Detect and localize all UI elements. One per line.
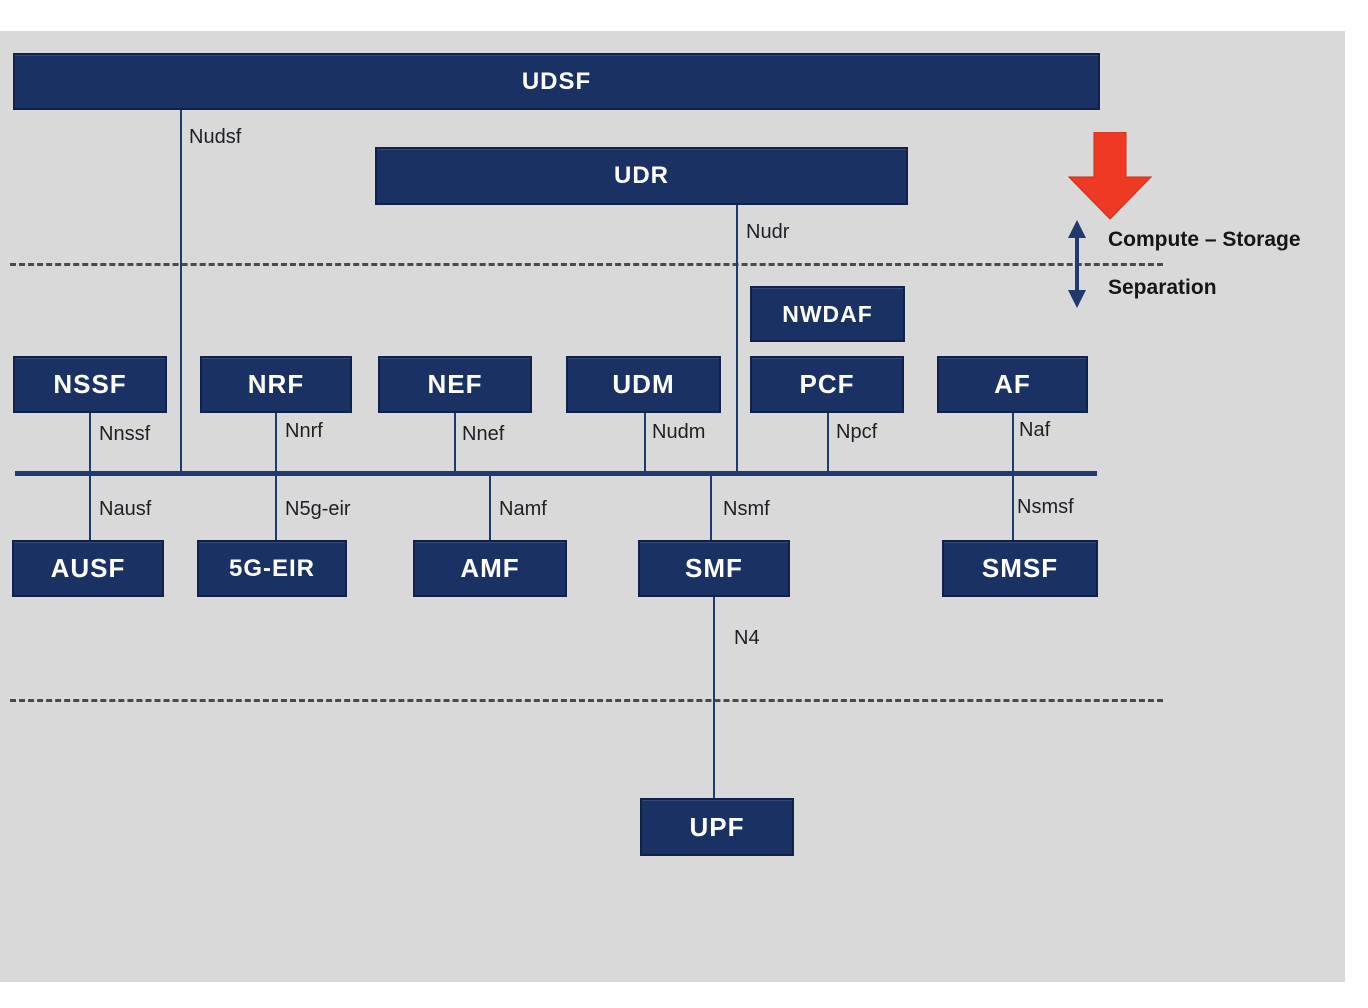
node-amf: AMF — [413, 540, 567, 597]
connector-nsmf-link — [710, 474, 712, 540]
ref-point-label-nudm: Nudm — [652, 421, 706, 443]
dashed-line-compute-storage-separator — [10, 263, 1163, 266]
ref-point-label-namf: Namf — [499, 498, 547, 520]
ref-point-label-npcf: Npcf — [836, 421, 878, 443]
ref-point-label-nsmsf: Nsmsf — [1017, 496, 1074, 518]
connector-nnef-link — [454, 413, 456, 473]
connector-nnssf-nausf-link — [89, 413, 91, 540]
compute-storage-red-arrow-icon — [1068, 132, 1152, 220]
annotation-compute-storage: Compute – Storage — [1108, 228, 1301, 251]
dashed-line-control-user-plane-separator — [10, 699, 1163, 702]
node-af: AF — [937, 356, 1088, 413]
ref-point-label-nudr: Nudr — [746, 221, 790, 243]
node-udm: UDM — [566, 356, 721, 413]
connector-nudm-link — [644, 413, 646, 473]
connector-naf-nsmsf-link — [1012, 413, 1014, 540]
connector-sbi-bus — [15, 471, 1097, 476]
connector-nudsf-link — [180, 110, 182, 473]
connector-npcf-link — [827, 413, 829, 473]
ref-point-label-n5g-eir: N5g-eir — [285, 498, 351, 520]
ref-point-label-n4: N4 — [734, 627, 760, 649]
node-smf: SMF — [638, 540, 790, 597]
ref-point-label-nausf: Nausf — [99, 498, 152, 520]
connector-nudr-link — [736, 205, 738, 473]
node-smsf: SMSF — [942, 540, 1098, 597]
ref-point-label-naf: Naf — [1019, 419, 1051, 441]
connector-nnrf-n5geir-link — [275, 413, 277, 540]
node-5g-eir: 5G-EIR — [197, 540, 347, 597]
node-upf: UPF — [640, 798, 794, 856]
node-ausf: AUSF — [12, 540, 164, 597]
separation-double-arrow-icon — [1068, 220, 1086, 308]
node-nef: NEF — [378, 356, 532, 413]
ref-point-label-nnef: Nnef — [462, 423, 505, 445]
ref-point-label-nnssf: Nnssf — [99, 423, 151, 445]
ref-point-label-nnrf: Nnrf — [285, 420, 323, 442]
node-nrf: NRF — [200, 356, 352, 413]
node-nssf: NSSF — [13, 356, 167, 413]
ref-point-label-nudsf: Nudsf — [189, 126, 242, 148]
connector-namf-link — [489, 474, 491, 540]
connector-n4-link — [713, 597, 715, 798]
node-nwdaf: NWDAF — [750, 286, 905, 342]
node-udr: UDR — [375, 147, 908, 205]
ref-point-label-nsmf: Nsmf — [723, 498, 770, 520]
annotation-separation: Separation — [1108, 276, 1217, 299]
node-pcf: PCF — [750, 356, 904, 413]
node-udsf: UDSF — [13, 53, 1100, 110]
